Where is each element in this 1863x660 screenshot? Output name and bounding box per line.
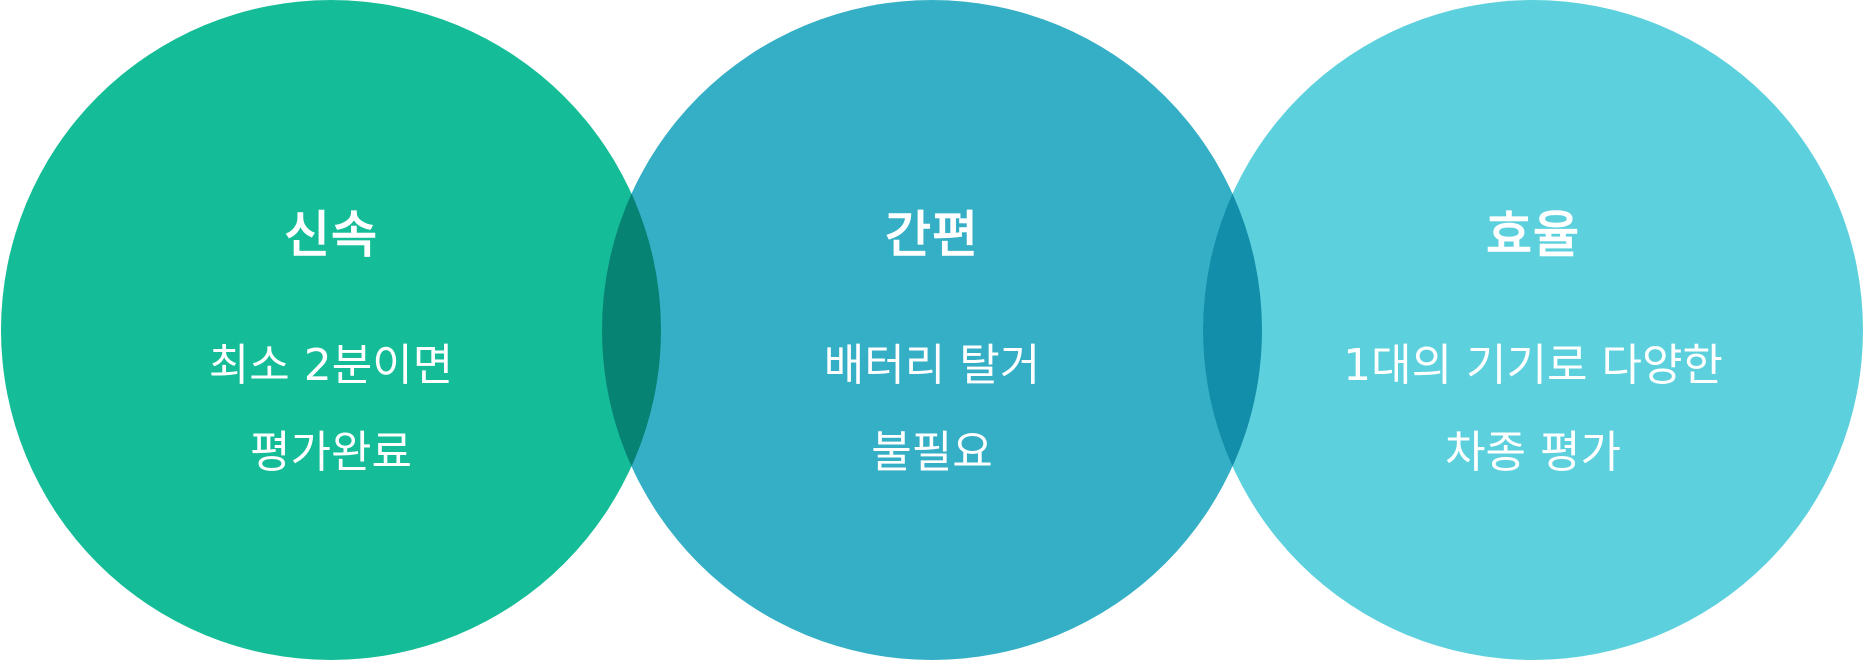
description-line: 차종 평가 xyxy=(1445,427,1621,478)
description-line: 최소 2분이면 xyxy=(208,340,454,391)
circle-title: 간편 xyxy=(885,206,979,264)
circle-label-speed: 신속 최소 2분이면 평가완료 xyxy=(51,0,611,660)
circle-title: 신속 xyxy=(284,206,378,264)
circle-speed xyxy=(1,0,661,660)
circle-description: 배터리 탈거 불필요 xyxy=(652,322,1212,496)
circle-title: 효율 xyxy=(1486,206,1580,264)
circle-description: 1대의 기기로 다양한 차종 평가 xyxy=(1253,322,1813,496)
overlap-convenience-efficiency xyxy=(1202,193,1263,467)
description-line: 배터리 탈거 xyxy=(823,340,1041,391)
description-line: 1대의 기기로 다양한 xyxy=(1343,340,1723,391)
circle-description: 최소 2분이면 평가완료 xyxy=(51,322,611,496)
circle-label-efficiency: 효율 1대의 기기로 다양한 차종 평가 xyxy=(1253,0,1813,660)
circle-label-convenience: 간편 배터리 탈거 불필요 xyxy=(652,0,1212,660)
circle-efficiency xyxy=(1203,0,1863,660)
description-line: 평가완료 xyxy=(250,427,412,478)
circle-convenience xyxy=(602,0,1262,660)
description-line: 불필요 xyxy=(871,427,993,478)
overlap-speed-convenience xyxy=(601,193,662,467)
